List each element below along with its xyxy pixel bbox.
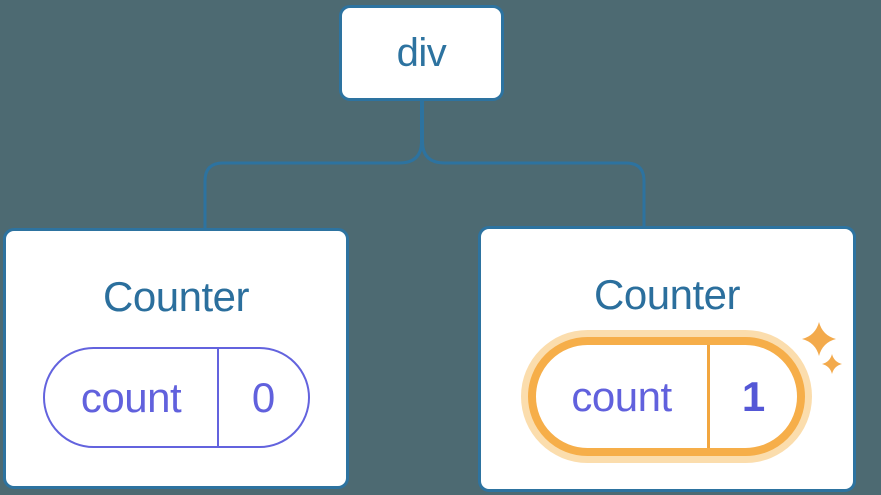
component-node-counter-right: Counter count 1 (478, 226, 856, 492)
component-title: Counter (103, 273, 249, 320)
connector-left-branch (203, 99, 423, 231)
state-pill-highlighted: count 1 (528, 337, 805, 456)
state-name: count (536, 345, 710, 448)
state-value: 0 (251, 373, 276, 421)
state-value: 1 (741, 372, 766, 420)
root-node-label: div (396, 30, 447, 75)
state-name: count (45, 349, 219, 446)
component-node-counter-left: Counter count 0 (3, 228, 349, 489)
state-pill: count 0 (43, 347, 310, 448)
connector-right-branch (421, 99, 646, 231)
component-title: Counter (594, 271, 740, 318)
root-node: div (339, 5, 504, 101)
